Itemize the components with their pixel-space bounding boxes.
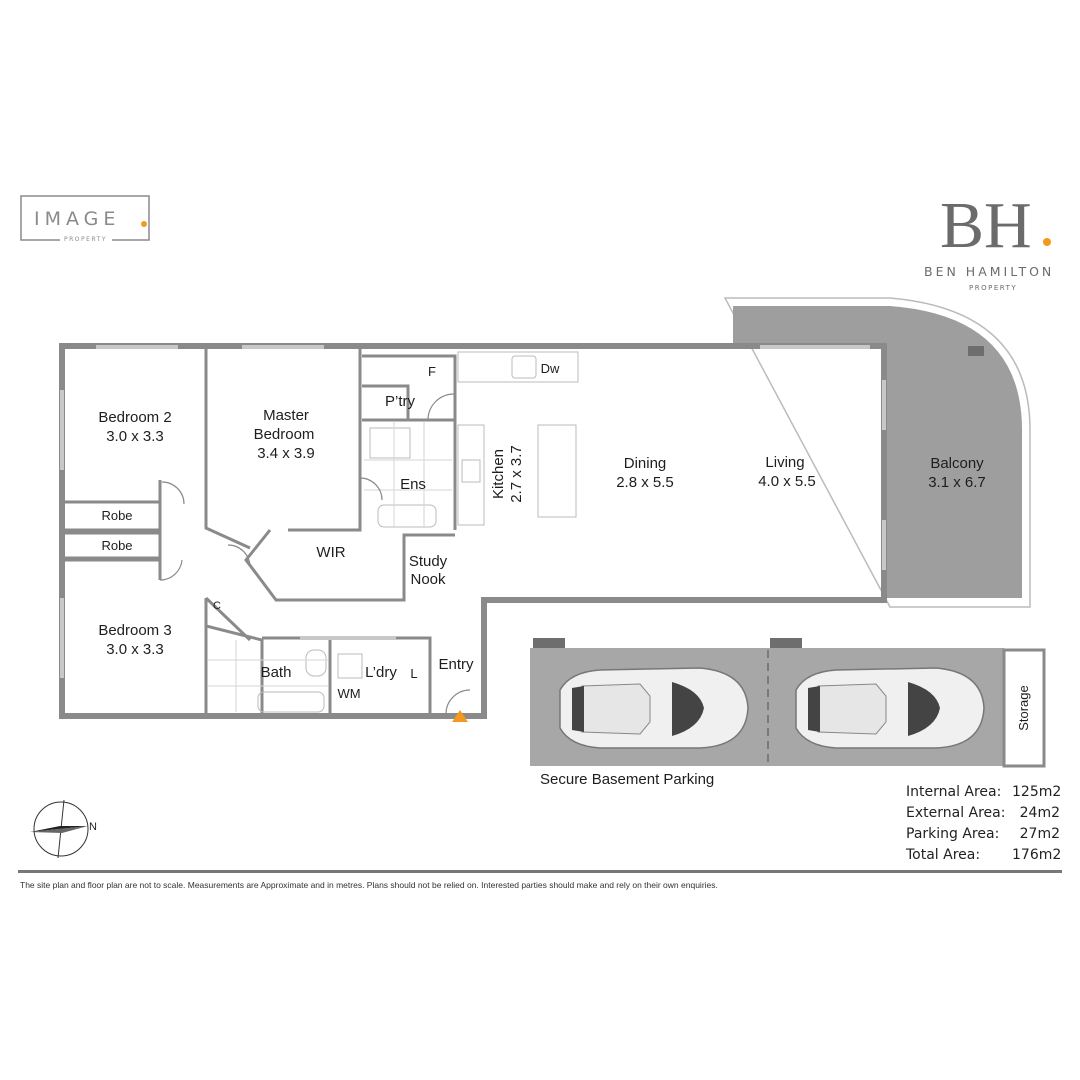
kitchen-dims: 2.7 x 3.7	[508, 445, 525, 503]
area-value: 176m2	[1012, 847, 1062, 863]
area-value: 24m2	[1019, 805, 1060, 821]
image-logo-sub: PROPERTY	[64, 236, 107, 243]
divider	[18, 870, 1062, 873]
kitchen-name: Kitchen	[490, 449, 507, 499]
area-value: 27m2	[1019, 826, 1060, 842]
image-property-logo: IMAGE PROPERTY	[20, 195, 150, 243]
interior-walls	[64, 348, 457, 714]
laundry-l-label: L	[410, 666, 417, 681]
car-icon	[559, 667, 749, 749]
robe1-label: Robe	[101, 508, 132, 523]
compass-icon: N	[30, 799, 97, 859]
area-label: External Area:	[906, 805, 1006, 821]
area-label: Parking Area:	[906, 826, 1000, 842]
windows	[60, 345, 886, 678]
dining-name: Dining	[624, 455, 667, 472]
dining-dims: 2.8 x 5.5	[616, 474, 674, 491]
study-line2: Nook	[410, 571, 446, 588]
balcony	[723, 297, 1031, 608]
area-row: Internal Area: 125m2	[906, 782, 1062, 803]
bath-label: Bath	[261, 664, 292, 681]
living-name: Living	[765, 454, 804, 471]
bh-name: BEN HAMILTON	[924, 264, 1054, 279]
bedroom3-dims: 3.0 x 3.3	[106, 641, 164, 658]
walls	[59, 343, 887, 719]
area-row: Parking Area: 27m2	[906, 824, 1060, 845]
robe2-label: Robe	[101, 538, 132, 553]
ensuite-label: Ens	[400, 476, 426, 493]
storage-label: Storage	[1016, 685, 1031, 731]
area-row: Total Area: 176m2	[906, 845, 1062, 866]
area-label: Internal Area:	[906, 784, 1002, 800]
master-name1: Master	[263, 407, 309, 424]
fridge-label: F	[428, 364, 436, 379]
bh-sub: PROPERTY	[969, 284, 1017, 292]
bh-accent-dot	[1043, 238, 1051, 246]
dishwasher-label: Dw	[541, 361, 560, 376]
car-icon	[795, 667, 985, 749]
master-name2: Bedroom	[254, 426, 315, 443]
balcony-dims: 3.1 x 6.7	[928, 474, 986, 491]
area-summary: Internal Area: 125m2 External Area: 24m2…	[906, 782, 1062, 866]
bh-monogram: BH	[940, 189, 1032, 262]
bedroom3-name: Bedroom 3	[98, 622, 171, 639]
wir-label: WIR	[316, 544, 345, 561]
image-logo-text: IMAGE	[34, 208, 120, 230]
area-row: External Area: 24m2	[906, 803, 1060, 824]
disclaimer: The site plan and floor plan are not to …	[20, 880, 718, 890]
entry-label: Entry	[438, 656, 474, 673]
area-label: Total Area:	[906, 847, 981, 863]
entry-arrow-icon	[452, 710, 468, 722]
bathroom-tiles	[208, 422, 452, 712]
ben-hamilton-logo: BH BEN HAMILTON PROPERTY	[924, 189, 1054, 292]
study-line1: Study	[409, 553, 448, 570]
pantry-label: P’try	[385, 393, 416, 410]
living-dims: 4.0 x 5.5	[758, 473, 816, 490]
logo-accent-dot	[141, 221, 147, 227]
compass-n-label: N	[89, 821, 97, 833]
bedroom2-name: Bedroom 2	[98, 409, 171, 426]
parking-label: Secure Basement Parking	[540, 771, 714, 788]
door-swings	[159, 393, 471, 715]
area-value: 125m2	[1012, 784, 1062, 800]
balcony-name: Balcony	[930, 455, 984, 472]
linen-label: C	[213, 600, 221, 612]
wm-label: WM	[337, 686, 360, 701]
master-dims: 3.4 x 3.9	[257, 445, 315, 462]
bedroom2-dims: 3.0 x 3.3	[106, 428, 164, 445]
laundry-label: L’dry	[365, 664, 397, 681]
kitchen-fixtures	[257, 351, 579, 713]
